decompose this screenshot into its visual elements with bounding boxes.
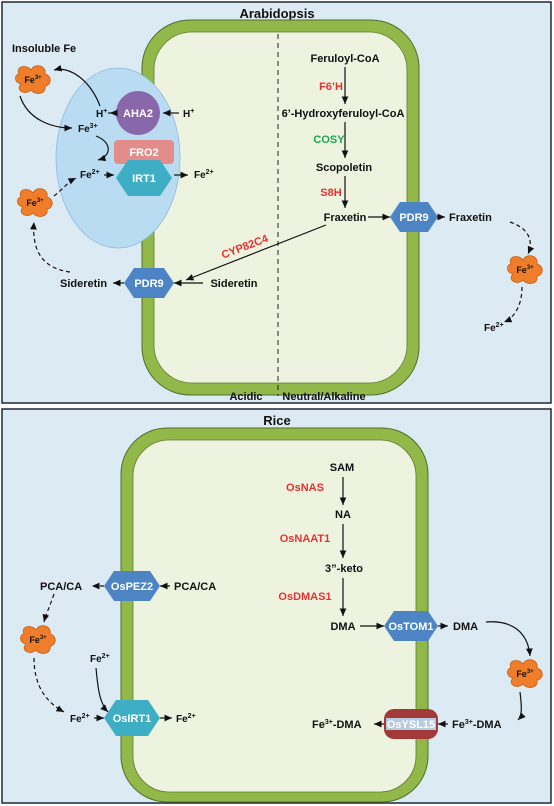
fe3-dma-inside-label: Fe3+-DMA xyxy=(312,719,362,731)
irt1-label: IRT1 xyxy=(132,173,156,185)
pdr9-transporter-left-icon[interactable] xyxy=(124,268,174,298)
zone-neutral-alkaline-label: Neutral/Alkaline xyxy=(282,391,365,403)
arrow-dma-to-fe3 xyxy=(485,621,533,657)
aha2-label: AHA2 xyxy=(123,108,153,120)
scopoletin-label: Scopoletin xyxy=(316,162,373,174)
arrow-fe3-reduction xyxy=(95,135,109,162)
fe2-label-inside: Fe2+ xyxy=(194,169,214,181)
zone-acidic-label: Acidic xyxy=(229,391,262,403)
panel-title-arabidopsis: Arabidopsis xyxy=(239,6,314,21)
insoluble-fe-label: Insoluble Fe xyxy=(12,43,76,55)
fe3-label-top: Fe3+ xyxy=(78,123,98,135)
fro2-reductase-icon xyxy=(114,140,174,164)
arrow-fe3-to-fe3dma xyxy=(517,691,526,721)
osirt1-label: OsIRT1 xyxy=(113,713,152,725)
arrow-dashed-fraxetin-to-fe3 xyxy=(509,221,535,255)
cosy-enzyme-label: COSY xyxy=(313,134,345,146)
arrow-dashed-fe3-to-fe2 xyxy=(53,177,77,197)
dma-outside-label: DMA xyxy=(453,621,478,633)
osirt1-transporter-icon[interactable] xyxy=(104,700,160,736)
pdr9-left-label: PDR9 xyxy=(134,278,163,290)
pdr9-transporter-right-icon[interactable] xyxy=(390,202,438,232)
fro2-label: FRO2 xyxy=(129,147,158,159)
pca-ca-outside-label: PCA/CA xyxy=(40,581,82,593)
hydroxyferuloyl-coa-label: 6’-Hydroxyferuloyl-CoA xyxy=(282,108,405,120)
arrow-dashed-fe3-to-fe2-right xyxy=(503,286,523,323)
h-plus-inside: H+ xyxy=(183,108,194,120)
svg-text:Fe3+: Fe3+ xyxy=(29,635,47,645)
fe2-label-rice-inside: Fe2+ xyxy=(176,713,196,725)
rice-panel: Rice SAM OsNAS NA OsNAAT1 3”-keto OsDMAS… xyxy=(1,408,552,804)
fe2-label-rice-outside: Fe2+ xyxy=(70,713,90,725)
ostom1-label: OsTOM1 xyxy=(388,621,433,633)
sam-label: SAM xyxy=(330,462,354,474)
fraxetin-inside-label: Fraxetin xyxy=(324,212,367,224)
fe2-label-outside: Fe2+ xyxy=(80,169,100,181)
h-plus-outside: H+ xyxy=(96,108,107,120)
pdr9-right-label: PDR9 xyxy=(399,212,428,224)
svg-text:Fe3+: Fe3+ xyxy=(516,669,534,679)
ospez2-label: OsPEZ2 xyxy=(111,581,153,593)
arrow-fraxetin-to-sideretin xyxy=(185,224,327,281)
ospez2-transporter-icon[interactable] xyxy=(104,571,160,601)
arrow-fe3-solubilize xyxy=(19,95,73,132)
cytoplasm-rice xyxy=(132,439,417,793)
ostom1-transporter-icon[interactable] xyxy=(384,611,438,641)
osysl15-label: OsYSL15 xyxy=(387,719,435,731)
osnaat1-enzyme-label: OsNAAT1 xyxy=(280,533,331,545)
fraxetin-outside-label: Fraxetin xyxy=(449,212,492,224)
arrow-dashed-sideretin-to-fe3 xyxy=(30,221,71,273)
irt1-transporter-icon xyxy=(116,160,172,196)
panel-title-rice: Rice xyxy=(263,413,290,428)
arrow-h-to-fe3 xyxy=(53,64,101,107)
arrow-fe2-to-osirt1 xyxy=(95,667,109,713)
feruloyl-coa-label: Feruloyl-CoA xyxy=(310,53,379,65)
osdmas1-enzyme-label: OsDMAS1 xyxy=(278,591,331,603)
dma-inside-label: DMA xyxy=(330,621,355,633)
svg-text:Fe3+: Fe3+ xyxy=(26,198,44,208)
sideretin-inside-label: Sideretin xyxy=(210,278,257,290)
aha2-pump-icon xyxy=(116,91,160,135)
fe2-label-right: Fe2+ xyxy=(484,322,504,334)
arrow-dashed-pca-to-fe3 xyxy=(42,593,55,623)
fe3-dma-outside-label: Fe3+-DMA xyxy=(452,719,502,731)
pca-ca-inside-label: PCA/CA xyxy=(174,581,216,593)
cytoplasm xyxy=(153,31,408,384)
svg-text:Fe3+: Fe3+ xyxy=(516,265,534,275)
fe2-label-rice-top: Fe2+ xyxy=(90,653,110,665)
na-label: NA xyxy=(335,509,351,521)
s8h-enzyme-label: S8H xyxy=(320,187,341,199)
keto-label: 3”-keto xyxy=(325,563,363,575)
osnas-enzyme-label: OsNAS xyxy=(286,482,324,494)
f6h-enzyme-label: F6’H xyxy=(319,81,343,93)
arrow-dashed-fe3-to-fe2-rice xyxy=(33,657,65,713)
fe3-blob-label: Fe3+ xyxy=(24,75,42,85)
arabidopsis-panel: Arabidopsis Insoluble Fe Fe3+ AHA2 H+ H+… xyxy=(1,1,552,404)
sideretin-outside-label: Sideretin xyxy=(60,278,107,290)
